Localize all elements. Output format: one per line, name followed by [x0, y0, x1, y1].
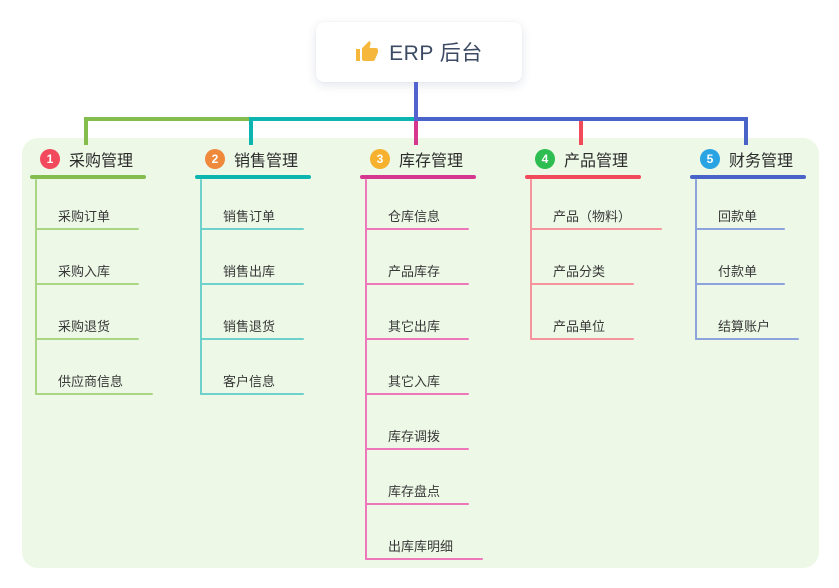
child-underline	[365, 338, 469, 340]
child-underline	[365, 448, 469, 450]
priority-badge: 2	[205, 149, 225, 169]
priority-badge: 3	[370, 149, 390, 169]
branch-connector-drop	[414, 117, 418, 145]
children-connector-line	[365, 179, 367, 560]
child-node-label: 其它入库	[388, 374, 441, 389]
branch-connector-drop	[84, 117, 88, 145]
child-node-label: 结算账户	[718, 319, 771, 334]
tree-connector-horizontal	[249, 117, 418, 121]
priority-badge: 1	[40, 149, 60, 169]
root-node-label: ERP 后台	[389, 42, 483, 65]
child-node-label: 产品（物料）	[553, 209, 632, 224]
branch-underline	[30, 175, 146, 179]
child-underline	[695, 283, 785, 285]
priority-badge: 4	[535, 149, 555, 169]
child-node-label: 供应商信息	[58, 374, 124, 389]
branch-node[interactable]: 1 采购管理	[40, 144, 133, 174]
child-underline	[365, 558, 483, 560]
child-node-label: 销售出库	[223, 264, 276, 279]
child-node-label: 付款单	[718, 264, 758, 279]
child-underline	[35, 393, 153, 395]
child-node-label: 采购入库	[58, 264, 111, 279]
thumbs-up-icon	[355, 40, 379, 64]
branch-node-label: 采购管理	[69, 153, 134, 170]
child-underline	[365, 228, 469, 230]
child-underline	[200, 283, 304, 285]
branch-node[interactable]: 3 库存管理	[370, 144, 463, 174]
branch-connector-drop	[249, 117, 253, 145]
root-connector-line	[414, 82, 418, 121]
tree-connector-horizontal	[414, 117, 748, 121]
child-node-label: 产品分类	[553, 264, 606, 279]
branch-node[interactable]: 5 财务管理	[700, 144, 793, 174]
branch-underline	[360, 175, 476, 179]
child-node-label: 产品库存	[388, 264, 441, 279]
child-node-label: 采购订单	[58, 209, 111, 224]
child-underline	[35, 338, 139, 340]
child-node-label: 仓库信息	[388, 209, 441, 224]
child-underline	[200, 393, 304, 395]
children-connector-line	[695, 179, 697, 340]
branch-node[interactable]: 2 销售管理	[205, 144, 298, 174]
child-node-label: 客户信息	[223, 374, 276, 389]
child-node-label: 销售订单	[223, 209, 276, 224]
child-underline	[530, 338, 634, 340]
tree-connector-horizontal	[84, 117, 253, 121]
branch-node-label: 产品管理	[564, 153, 629, 170]
child-underline	[365, 393, 469, 395]
child-node-label: 销售退货	[223, 319, 276, 334]
branch-connector-drop	[744, 117, 748, 145]
child-node-label: 产品单位	[553, 319, 606, 334]
child-underline	[530, 283, 634, 285]
child-node-label: 回款单	[718, 209, 758, 224]
children-connector-line	[35, 179, 37, 395]
children-connector-line	[200, 179, 202, 395]
mindmap-board-background	[22, 138, 819, 568]
child-underline	[200, 228, 304, 230]
branch-underline	[690, 175, 806, 179]
child-underline	[365, 283, 469, 285]
child-node-label: 出库库明细	[388, 539, 454, 554]
root-node[interactable]: ERP 后台	[316, 22, 522, 82]
branch-underline	[525, 175, 641, 179]
branch-node-label: 库存管理	[399, 153, 464, 170]
branch-connector-drop	[579, 117, 583, 145]
branch-node[interactable]: 4 产品管理	[535, 144, 628, 174]
child-underline	[530, 228, 662, 230]
child-underline	[695, 338, 799, 340]
child-node-label: 库存盘点	[388, 484, 441, 499]
branch-underline	[195, 175, 311, 179]
priority-badge: 5	[700, 149, 720, 169]
child-node-label: 其它出库	[388, 319, 441, 334]
child-node-label: 库存调拨	[388, 429, 441, 444]
branch-node-label: 销售管理	[234, 153, 299, 170]
children-connector-line	[530, 179, 532, 340]
child-underline	[365, 503, 469, 505]
child-node-label: 采购退货	[58, 319, 111, 334]
child-underline	[35, 283, 139, 285]
child-underline	[35, 228, 139, 230]
child-underline	[695, 228, 785, 230]
branch-node-label: 财务管理	[729, 153, 794, 170]
child-underline	[200, 338, 304, 340]
